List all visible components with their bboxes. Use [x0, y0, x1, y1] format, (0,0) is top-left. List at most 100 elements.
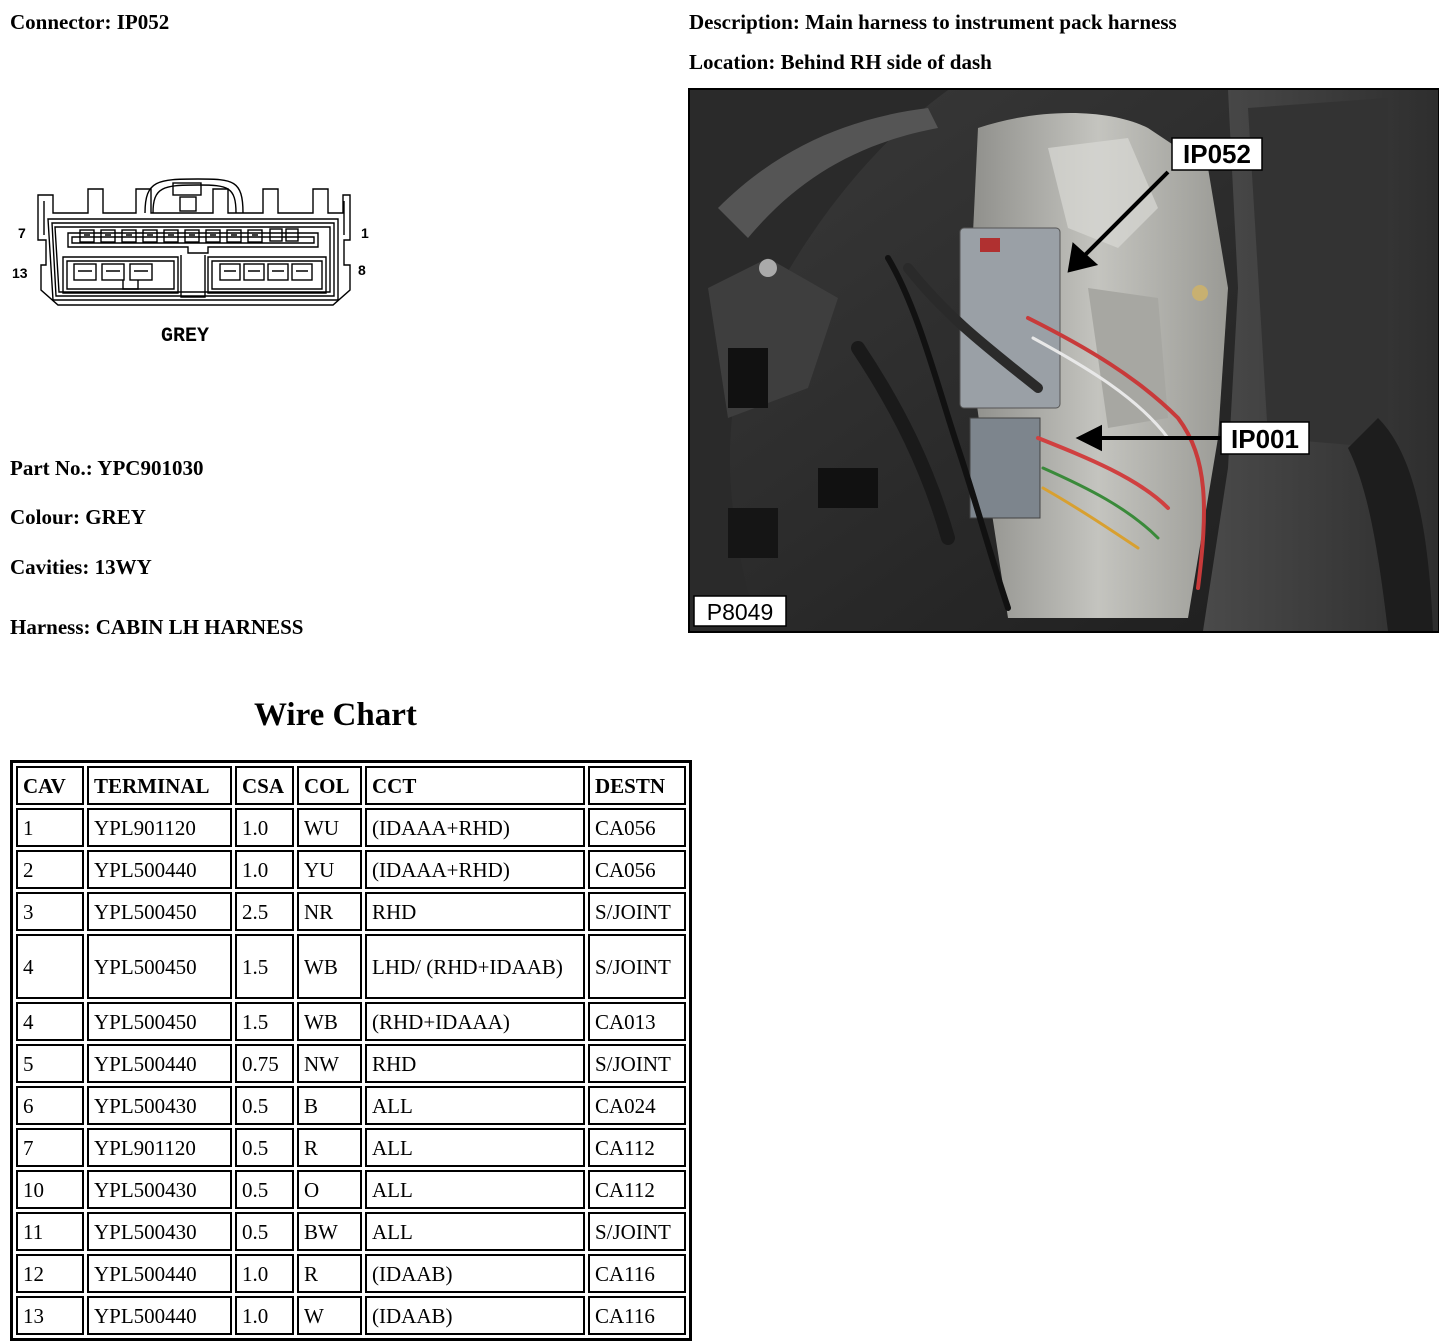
cell-terminal: YPL500440	[87, 850, 232, 889]
cell-col: NR	[297, 892, 362, 931]
cell-terminal: YPL500430	[87, 1170, 232, 1209]
cavities-label: Cavities:	[10, 555, 90, 579]
pin-label-13: 13	[12, 265, 28, 281]
cell-cct: ALL	[365, 1170, 585, 1209]
harness: Harness: CABIN LH HARNESS	[10, 615, 303, 640]
cell-col: WB	[297, 1002, 362, 1041]
cell-destn: S/JOINT	[588, 892, 686, 931]
cell-cct: ALL	[365, 1086, 585, 1125]
cell-cct: (IDAAA+RHD)	[365, 808, 585, 847]
location-photo: IP052 IP001 P8049	[688, 88, 1439, 633]
cell-cct: (RHD+IDAAA)	[365, 1002, 585, 1041]
cell-destn: S/JOINT	[588, 1212, 686, 1251]
cell-cct: (IDAAB)	[365, 1254, 585, 1293]
cell-cav: 3	[16, 892, 84, 931]
diagram-colour-label: GREY	[161, 325, 209, 348]
cell-csa: 1.0	[235, 808, 294, 847]
wire-chart-table: CAV TERMINAL CSA COL CCT DESTN 1 YPL9011…	[10, 760, 692, 1341]
cell-destn: CA112	[588, 1170, 686, 1209]
cell-terminal: YPL500430	[87, 1212, 232, 1251]
header-terminal: TERMINAL	[87, 766, 232, 805]
cell-cct: RHD	[365, 892, 585, 931]
cell-destn: S/JOINT	[588, 1044, 686, 1083]
connector-label: Connector:	[10, 10, 112, 34]
cell-col: WU	[297, 808, 362, 847]
table-row: 4 YPL500450 1.5 WB LHD/ (RHD+IDAAB) S/JO…	[16, 934, 686, 999]
part-no-label: Part No.:	[10, 456, 93, 480]
connector-heading: Connector: IP052	[10, 10, 169, 35]
cell-csa: 1.0	[235, 850, 294, 889]
cell-terminal: YPL500450	[87, 892, 232, 931]
cell-cct: ALL	[365, 1212, 585, 1251]
table-row: 4 YPL500450 1.5 WB (RHD+IDAAA) CA013	[16, 1002, 686, 1041]
cell-cav: 13	[16, 1296, 84, 1335]
table-row: 6 YPL500430 0.5 B ALL CA024	[16, 1086, 686, 1125]
cell-cct: RHD	[365, 1044, 585, 1083]
cell-terminal: YPL500450	[87, 934, 232, 999]
table-row: 10 YPL500430 0.5 O ALL CA112	[16, 1170, 686, 1209]
table-row: 3 YPL500450 2.5 NR RHD S/JOINT	[16, 892, 686, 931]
cell-terminal: YPL901120	[87, 1128, 232, 1167]
cavities: Cavities: 13WY	[10, 555, 152, 580]
cell-destn: CA116	[588, 1254, 686, 1293]
pin-label-1: 1	[361, 225, 369, 241]
location-label: Location:	[689, 50, 776, 74]
cell-col: O	[297, 1170, 362, 1209]
cavities-value: 13WY	[94, 555, 152, 579]
cell-col: NW	[297, 1044, 362, 1083]
description-value: Main harness to instrument pack harness	[805, 10, 1177, 34]
callout-ip001: IP001	[1231, 424, 1299, 454]
cell-csa: 1.0	[235, 1254, 294, 1293]
part-no-value: YPC901030	[97, 456, 204, 480]
cell-csa: 0.75	[235, 1044, 294, 1083]
cell-col: YU	[297, 850, 362, 889]
cell-terminal: YPL500440	[87, 1296, 232, 1335]
cell-terminal: YPL901120	[87, 808, 232, 847]
cell-cct: LHD/ (RHD+IDAAB)	[365, 934, 585, 999]
header-destn: DESTN	[588, 766, 686, 805]
colour-label: Colour:	[10, 505, 80, 529]
pin-label-7: 7	[18, 225, 26, 241]
wire-chart-header-row: CAV TERMINAL CSA COL CCT DESTN	[16, 766, 686, 805]
cell-cav: 4	[16, 934, 84, 999]
header-col: COL	[297, 766, 362, 805]
table-row: 12 YPL500440 1.0 R (IDAAB) CA116	[16, 1254, 686, 1293]
cell-cav: 11	[16, 1212, 84, 1251]
description-heading: Description: Main harness to instrument …	[689, 10, 1177, 35]
cell-col: W	[297, 1296, 362, 1335]
cell-cav: 6	[16, 1086, 84, 1125]
cell-col: R	[297, 1128, 362, 1167]
table-row: 7 YPL901120 0.5 R ALL CA112	[16, 1128, 686, 1167]
table-row: 11 YPL500430 0.5 BW ALL S/JOINT	[16, 1212, 686, 1251]
location-heading: Location: Behind RH side of dash	[689, 50, 992, 75]
cell-destn: CA056	[588, 808, 686, 847]
cell-destn: CA112	[588, 1128, 686, 1167]
cell-cav: 2	[16, 850, 84, 889]
header-cav: CAV	[16, 766, 84, 805]
location-value: Behind RH side of dash	[780, 50, 992, 74]
cell-cct: (IDAAB)	[365, 1296, 585, 1335]
cell-destn: CA116	[588, 1296, 686, 1335]
table-row: 13 YPL500440 1.0 W (IDAAB) CA116	[16, 1296, 686, 1335]
cell-terminal: YPL500440	[87, 1254, 232, 1293]
cell-cav: 1	[16, 808, 84, 847]
cell-terminal: YPL500430	[87, 1086, 232, 1125]
cell-csa: 1.0	[235, 1296, 294, 1335]
cell-terminal: YPL500440	[87, 1044, 232, 1083]
colour-value: GREY	[85, 505, 146, 529]
cell-csa: 0.5	[235, 1170, 294, 1209]
cell-terminal: YPL500450	[87, 1002, 232, 1041]
cell-cav: 7	[16, 1128, 84, 1167]
photo-reference: P8049	[707, 599, 774, 625]
pin-label-8: 8	[358, 262, 366, 278]
cell-cav: 10	[16, 1170, 84, 1209]
table-row: 1 YPL901120 1.0 WU (IDAAA+RHD) CA056	[16, 808, 686, 847]
cell-col: B	[297, 1086, 362, 1125]
cell-csa: 1.5	[235, 1002, 294, 1041]
cell-cct: (IDAAA+RHD)	[365, 850, 585, 889]
cell-csa: 1.5	[235, 934, 294, 999]
cell-cct: ALL	[365, 1128, 585, 1167]
cell-destn: S/JOINT	[588, 934, 686, 999]
colour: Colour: GREY	[10, 505, 146, 530]
harness-value: CABIN LH HARNESS	[95, 615, 304, 639]
